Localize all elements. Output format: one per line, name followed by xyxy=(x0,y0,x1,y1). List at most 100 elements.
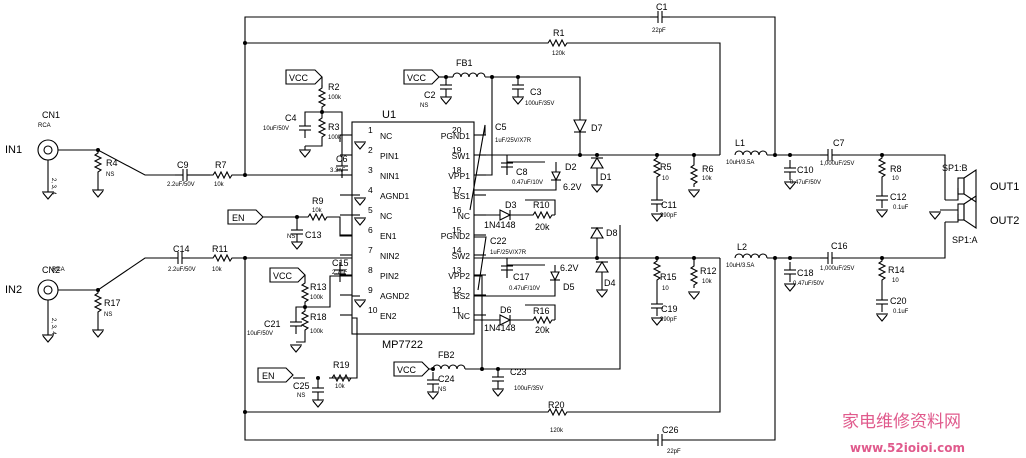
r19-value: 10k xyxy=(335,384,346,390)
c22-value: 1uF/25V/X7R xyxy=(490,250,527,256)
supply-top: VCC FB1 C2 NS C3 100uF/35V D7 C5 1uF/25V… xyxy=(403,58,720,232)
r20-value: 120k xyxy=(550,428,564,434)
fb1-ref: FB1 xyxy=(456,58,473,68)
rca-jack-1-icon xyxy=(37,139,59,161)
c24-value: NS xyxy=(438,387,446,393)
c6-value: 3.3nF xyxy=(330,168,346,174)
r15-ref: R15 xyxy=(660,272,677,282)
c13-value: NS xyxy=(287,234,295,240)
ic-pin-name: VPP2 xyxy=(448,271,470,281)
feedback-bottom: R20 120k C26 22pF xyxy=(243,258,776,455)
ic-pin-number: 10 xyxy=(368,305,378,315)
watermark-url: www.52ioioi.com xyxy=(850,441,965,455)
c23-ref: C23 xyxy=(510,367,527,377)
c8-value: 0.47uF/10V xyxy=(512,180,543,186)
r12-ref: R12 xyxy=(700,266,717,276)
c9-ref: C9 xyxy=(177,160,189,170)
d5-ref: D5 xyxy=(563,282,575,292)
input1-section: CN1 RCA IN1 2, 3, 4 R4 NS C9 2.2uF/50V R… xyxy=(5,110,352,200)
ic-pin-number: 14 xyxy=(452,245,462,255)
c21-ref: C21 xyxy=(264,319,281,329)
watermark-title: 家电维修资料网 xyxy=(842,412,961,432)
ic-ref-label: U1 xyxy=(382,109,396,121)
d6-icon xyxy=(499,314,512,326)
d6-value: 1N4148 xyxy=(484,323,516,333)
r11-value: 10k xyxy=(212,267,223,273)
c20-value: 0.1uF xyxy=(893,309,909,315)
r2-value: 100k xyxy=(328,95,342,101)
ic-pin-number: 7 xyxy=(368,245,373,255)
sp-ref-b: SP1:B xyxy=(942,163,968,173)
r15-value: 10 xyxy=(662,286,669,292)
c11-value: 390pF xyxy=(660,213,677,219)
c16-value: 1,000uF/25V xyxy=(820,266,854,272)
c25-value: NS xyxy=(297,393,305,399)
c9-value: 2.2uF/50V xyxy=(167,182,195,188)
c26-ref: C26 xyxy=(662,425,679,435)
input2-section: CN2 RCA IN2 2, 3, 4 R17 NS C14 2.2uF/50V… xyxy=(5,244,352,343)
bias-network-top: VCC R2 100k R3 100k C4 10uF/50V C6 3.3nF xyxy=(263,69,367,226)
out2-label: OUT2 xyxy=(990,215,1019,227)
r6-ref: R6 xyxy=(702,164,714,174)
c15-ref: C15 xyxy=(332,258,349,268)
ic-pin-number: 3 xyxy=(368,165,373,175)
d1-icon xyxy=(590,156,604,169)
r4-value: NS xyxy=(106,172,114,178)
fb2-ref: FB2 xyxy=(438,350,455,360)
r12-value: 10k xyxy=(702,279,713,285)
ic-pin-name: SW2 xyxy=(452,251,471,261)
c11-ref: C11 xyxy=(661,200,677,210)
d3-ref: D3 xyxy=(505,200,517,210)
c7-ref: C7 xyxy=(833,138,845,148)
ic-pin-name: NIN1 xyxy=(380,171,400,181)
output-filter-top: L1 10uH/3.5A C7 1,000uF/25V R5 10 C11 39… xyxy=(650,138,946,222)
c1-ref: C1 xyxy=(656,2,668,12)
vcc-tag-3 xyxy=(403,69,440,85)
c13-ref: C13 xyxy=(305,230,322,240)
d3-value: 1N4148 xyxy=(484,220,516,230)
l2-ref: L2 xyxy=(737,242,747,252)
c16-ref: C16 xyxy=(831,241,848,251)
ic-pin-name: AGND2 xyxy=(380,291,410,301)
c10-ref: C10 xyxy=(797,165,814,175)
r6-value: 10k xyxy=(702,176,713,182)
r8-ref: R8 xyxy=(890,164,902,174)
l1-ref: L1 xyxy=(735,138,745,148)
vcc-tag-4 xyxy=(393,361,430,377)
c19-value: 390pF xyxy=(660,317,677,323)
r16-ref: R16 xyxy=(533,306,550,316)
ic-pin-number: 15 xyxy=(452,225,462,235)
r19-ref: R19 xyxy=(333,360,350,370)
d2-icon xyxy=(551,171,561,182)
r5-ref: R5 xyxy=(660,162,672,172)
out1-label: OUT1 xyxy=(990,181,1019,193)
c15-value: 2.7nF xyxy=(332,270,348,276)
d4-ref: D4 xyxy=(604,278,616,288)
cn2-type: RCA xyxy=(52,267,65,273)
r4-ref: R4 xyxy=(106,158,118,168)
in2-label: IN2 xyxy=(5,284,22,296)
ic-pin-number: 8 xyxy=(368,265,373,275)
c10-value: 0.47uF/50V xyxy=(790,180,821,186)
c22-ref: C22 xyxy=(490,236,507,246)
ic-pin-number: 17 xyxy=(452,185,462,195)
d2-ref: D2 xyxy=(565,162,577,172)
ic-pin-number: 19 xyxy=(452,145,462,155)
ic-pin-number: 20 xyxy=(452,125,462,135)
c17-value: 0.47uF/10V xyxy=(509,286,540,292)
d8-ref: D8 xyxy=(606,228,618,238)
en-tag-2-label: EN xyxy=(262,371,275,381)
en-tag-1-label: EN xyxy=(232,213,245,223)
ic-pin-name: NC xyxy=(458,311,470,321)
speaker-section: SP1:B SP1:A OUT1 OUT2 xyxy=(928,163,1019,245)
c12-ref: C12 xyxy=(890,192,907,202)
c2-ref: C2 xyxy=(424,90,436,100)
vcc-tag-2-label: VCC xyxy=(273,271,293,281)
ic-u1: U1 MP7722 1NC2PIN13NIN14AGND15NC6EN17NIN… xyxy=(340,109,486,351)
vcc-tag-4-label: VCC xyxy=(397,365,417,375)
ic-pin-name: NC xyxy=(380,211,392,221)
speaker-2-icon xyxy=(957,203,965,221)
c3-ref: C3 xyxy=(530,87,542,97)
vcc-tag-1-label: VCC xyxy=(289,73,309,83)
